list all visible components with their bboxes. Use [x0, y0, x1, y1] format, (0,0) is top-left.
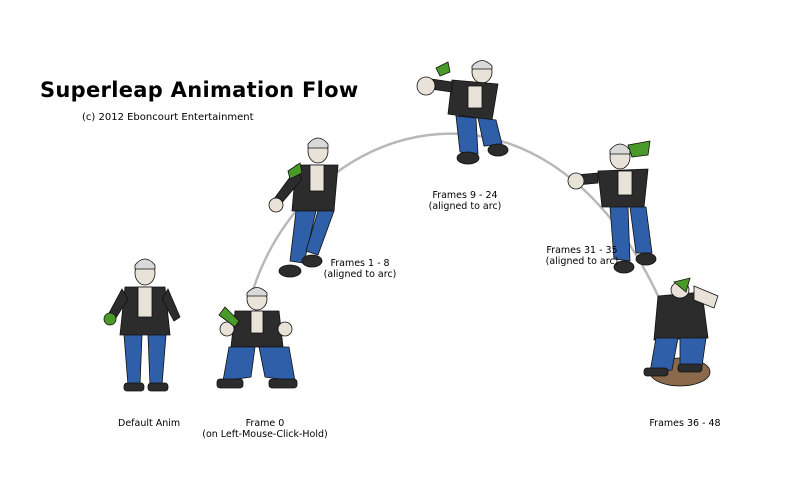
caption-frames-1-8-line1: Frames 1 - 8: [330, 258, 390, 269]
caption-default-anim-line1: Default Anim: [118, 418, 181, 429]
character-rising-pose: [268, 137, 339, 278]
caption-frames-31-35-line2: (aligned to arc): [545, 256, 619, 267]
caption-frames-1-8-line2: (aligned to arc): [323, 269, 397, 280]
character-descending-pose: [567, 140, 657, 274]
copyright-notice: (c) 2012 Eboncourt Entertainment: [82, 112, 254, 123]
leap-arc-path: [248, 132, 662, 301]
caption-frame-0: Frame 0 (on Left-Mouse-Click-Hold): [190, 418, 340, 440]
caption-frames-36-48: Frames 36 - 48: [645, 418, 725, 429]
caption-frames-9-24-line1: Frames 9 - 24: [432, 190, 498, 201]
character-landing-pose: [643, 277, 719, 387]
character-crouch-pose: [216, 287, 298, 389]
caption-frames-1-8: Frames 1 - 8 (aligned to arc): [320, 258, 400, 280]
caption-default-anim: Default Anim: [118, 418, 180, 429]
caption-frames-9-24-line2: (aligned to arc): [428, 201, 502, 212]
caption-frames-9-24: Frames 9 - 24 (aligned to arc): [425, 190, 505, 212]
character-apex-pose: [416, 60, 509, 165]
character-default-pose: [103, 258, 181, 392]
page-title: Superleap Animation Flow: [40, 78, 359, 102]
caption-frames-31-35-line1: Frames 31 - 35: [546, 245, 618, 256]
caption-frames-31-35: Frames 31 - 35 (aligned to arc): [537, 245, 627, 267]
caption-frame-0-line2: (on Left-Mouse-Click-Hold): [202, 429, 328, 440]
caption-frames-36-48-line1: Frames 36 - 48: [649, 418, 721, 429]
caption-frame-0-line1: Frame 0: [245, 418, 285, 429]
